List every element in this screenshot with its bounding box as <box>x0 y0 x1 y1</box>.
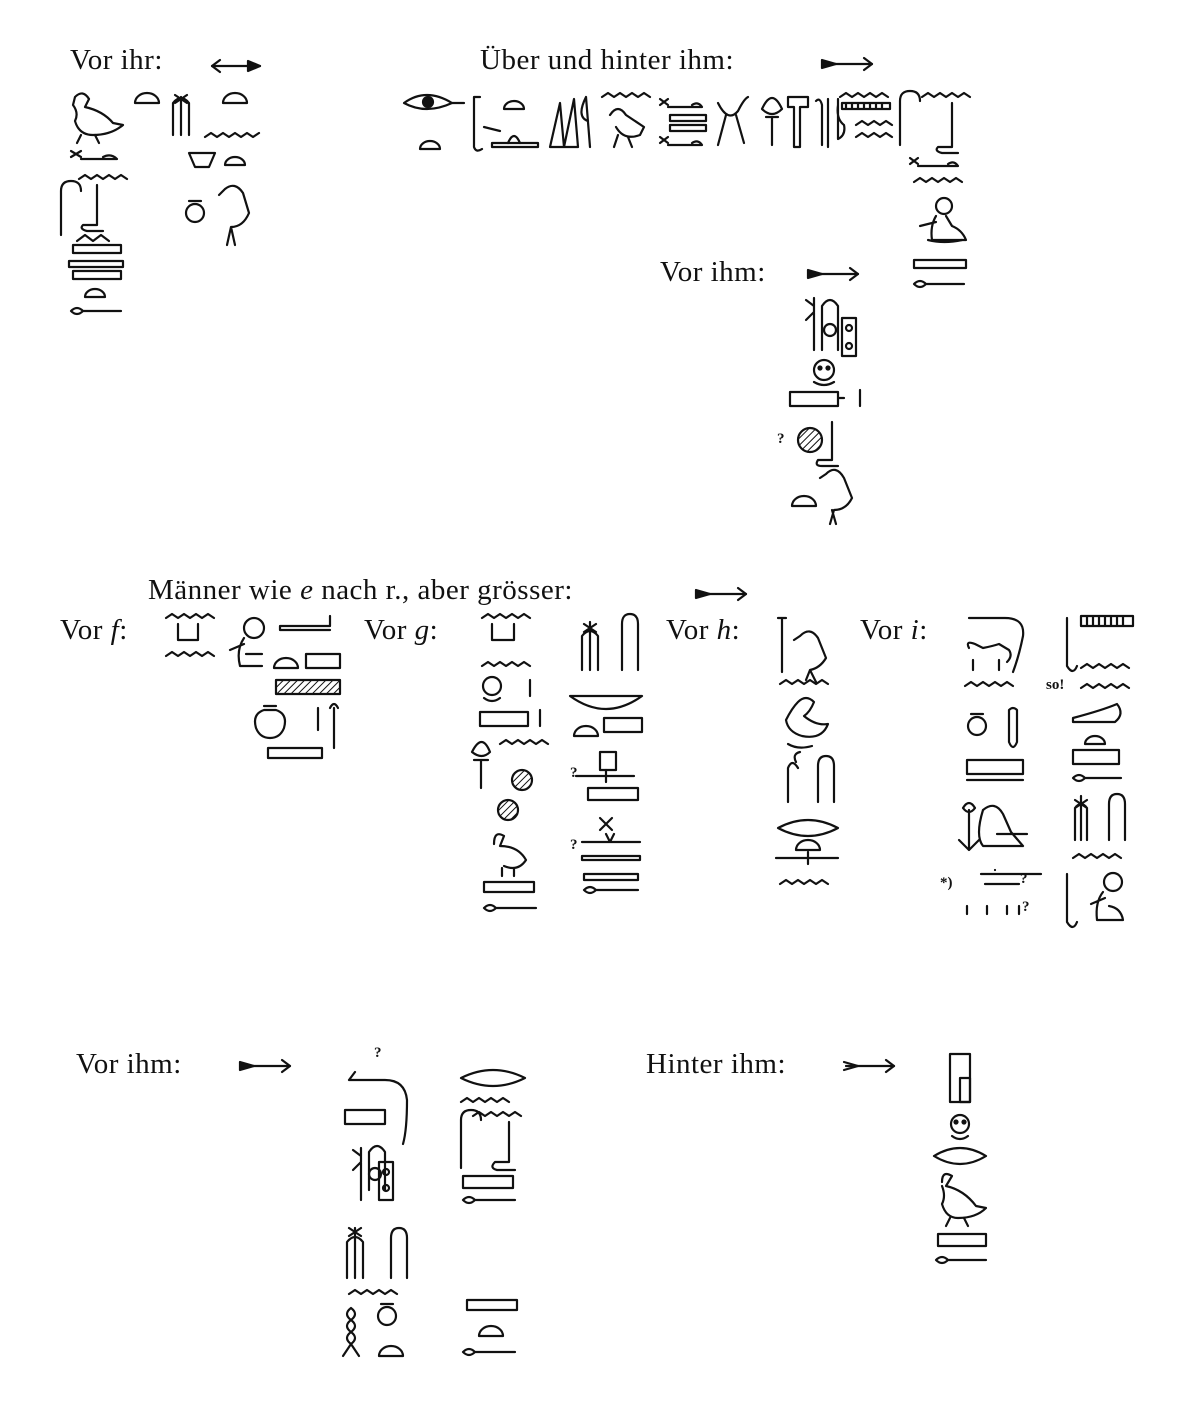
hieroglyph-column-vor-ihm-1 <box>788 296 862 526</box>
arrow-right-icon <box>806 266 860 282</box>
label-vor-ihm-2: Vor ihm: <box>76 1048 182 1080</box>
question-mark: ? <box>1020 871 1028 887</box>
label-vor-h: Vor h: <box>666 614 741 646</box>
label-maenner: Männer wie e nach r., aber grösser: <box>148 574 573 606</box>
so-mark: so! <box>1046 677 1065 693</box>
label-ueber-hinter: Über und hinter ihm: <box>480 44 735 76</box>
hieroglyph-column-vor-ihr <box>59 91 261 316</box>
question-mark: ? <box>570 765 578 781</box>
hieroglyph-row-ueber-hinter <box>402 89 972 155</box>
arrow-right-icon <box>842 1058 896 1074</box>
label-vor-ihm-1: Vor ihm: <box>660 256 766 288</box>
hieroglyph-column-vor-f <box>164 612 342 760</box>
question-mark: ? <box>570 837 578 853</box>
label-vor-g: Vor g: <box>364 614 439 646</box>
label-vor-i: Vor i: <box>860 614 928 646</box>
hieroglyph-column-hinter-ihm <box>932 1052 988 1265</box>
arrow-left-icon <box>210 58 262 74</box>
label-hinter-ihm: Hinter ihm: <box>646 1048 787 1080</box>
hieroglyph-column-vor-ihm-2 <box>341 1068 527 1358</box>
hieroglyph-column-ueber-hinter <box>908 156 968 289</box>
footnote-mark: *) <box>940 875 953 891</box>
label-vor-f: Vor f: <box>60 614 128 646</box>
question-mark: ? <box>374 1045 382 1061</box>
arrow-right-icon <box>820 56 874 72</box>
hieroglyph-column-vor-h <box>774 616 840 886</box>
hieroglyph-column-vor-g <box>470 612 644 913</box>
question-mark: ? <box>1022 899 1030 915</box>
question-mark: ? <box>777 431 785 447</box>
label-vor-ihr: Vor ihr: <box>70 44 163 76</box>
arrow-right-icon <box>694 586 748 602</box>
arrow-right-icon <box>238 1058 292 1074</box>
hieroglyph-column-vor-i <box>957 614 1135 929</box>
